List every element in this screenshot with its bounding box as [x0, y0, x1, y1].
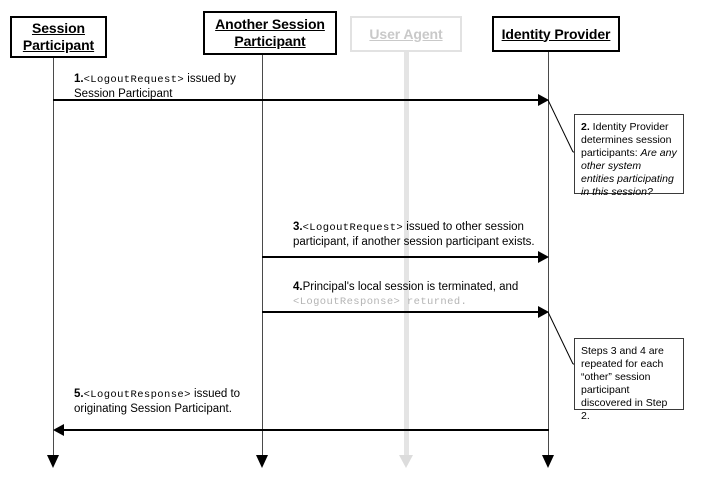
message-4-code: <LogoutResponse>	[293, 296, 401, 308]
message-4-arrowhead	[538, 306, 549, 318]
message-3-code: <LogoutRequest>	[302, 222, 404, 234]
note-repeat-text: Steps 3 and 4 are repeated for each “oth…	[581, 345, 668, 422]
actor-box-identity-provider[interactable]: Identity Provider	[492, 16, 620, 52]
message-3-tail: issued to other session	[403, 221, 524, 233]
message-3-number: 3.	[293, 221, 303, 233]
note-2-number: 2.	[581, 121, 590, 133]
message-3-label: 3.<LogoutRequest> issued to other sessio…	[293, 220, 583, 249]
message-5-arrowhead	[53, 424, 64, 436]
actor-box-user-agent[interactable]: User Agent	[350, 16, 462, 52]
lifeline-end-arrow-another-session-participant	[256, 455, 268, 468]
note-2: 2. Identity Provider determines session …	[574, 114, 684, 198]
note-2-emphasis: Are any other system entities participat…	[581, 147, 677, 198]
message-1-number: 1.	[74, 73, 84, 85]
message-1-label: 1.<LogoutRequest> issued by Session Part…	[74, 72, 374, 101]
message-3-arrow-line	[262, 256, 539, 258]
message-4-label: 4.Principal's local session is terminate…	[293, 280, 583, 309]
message-5-arrow-line	[62, 429, 549, 431]
message-5-label: 5.<LogoutResponse> issued to originating…	[74, 387, 374, 416]
actor-label-identity-provider: Identity Provider	[501, 25, 611, 42]
message-4-line2-tail: returned.	[400, 296, 468, 308]
actor-box-another-session-participant[interactable]: Another Session Participant	[203, 11, 337, 55]
lifeline-end-arrow-identity-provider	[542, 455, 554, 468]
message-1-arrow-line	[53, 99, 539, 101]
message-1-arrowhead	[538, 94, 549, 106]
message-5-code: <LogoutResponse>	[83, 389, 191, 401]
lifeline-session-participant	[53, 58, 54, 458]
note-2-text: Identity Provider determines session par…	[581, 121, 672, 159]
note-repeat: Steps 3 and 4 are repeated for each “oth…	[574, 338, 684, 422]
message-4-arrow-line	[262, 311, 539, 313]
lifeline-end-arrow-session-participant	[47, 455, 59, 468]
message-1-code: <LogoutRequest>	[83, 74, 185, 86]
actor-label-session-participant: Session Participant	[22, 20, 95, 53]
lifeline-end-arrow-user-agent	[399, 455, 413, 468]
actor-label-another-session-participant: Another Session Participant	[215, 16, 325, 49]
lifeline-user-agent	[404, 52, 409, 458]
message-5-tail: issued to	[190, 388, 241, 400]
message-4-tail: Principal's local session is terminated,…	[302, 281, 519, 293]
message-3-line2: participant, if another session particip…	[293, 236, 535, 248]
message-1-line2: Session Participant	[74, 88, 173, 100]
actor-label-user-agent: User Agent	[369, 25, 443, 42]
actor-box-session-participant[interactable]: Session Participant	[10, 16, 107, 58]
message-4-number: 4.	[293, 281, 303, 293]
message-5-number: 5.	[74, 388, 84, 400]
message-5-line2: originating Session Participant.	[74, 403, 232, 415]
message-1-tail: issued by	[184, 73, 236, 85]
message-3-arrowhead	[538, 251, 549, 263]
